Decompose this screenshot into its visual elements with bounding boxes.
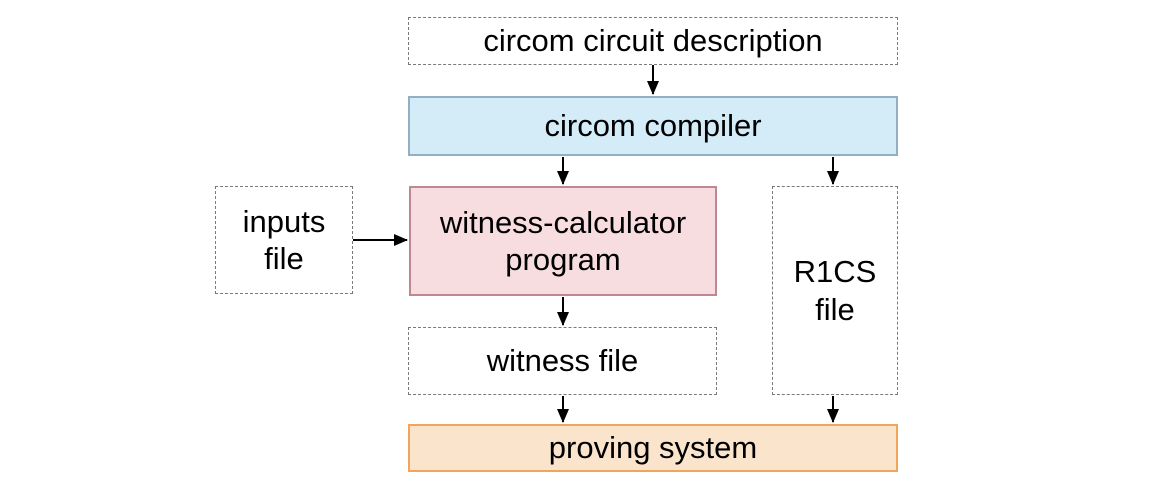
witness-calculator-box: witness-calculator program <box>409 186 717 296</box>
inputs-file-box: inputs file <box>215 186 353 294</box>
circom-compiler-box: circom compiler <box>408 96 898 156</box>
proving-system-box: proving system <box>408 424 898 472</box>
circuit-description-box: circom circuit description <box>408 17 898 65</box>
witness-file-box: witness file <box>408 327 717 395</box>
r1cs-file-box: R1CS file <box>772 186 898 395</box>
